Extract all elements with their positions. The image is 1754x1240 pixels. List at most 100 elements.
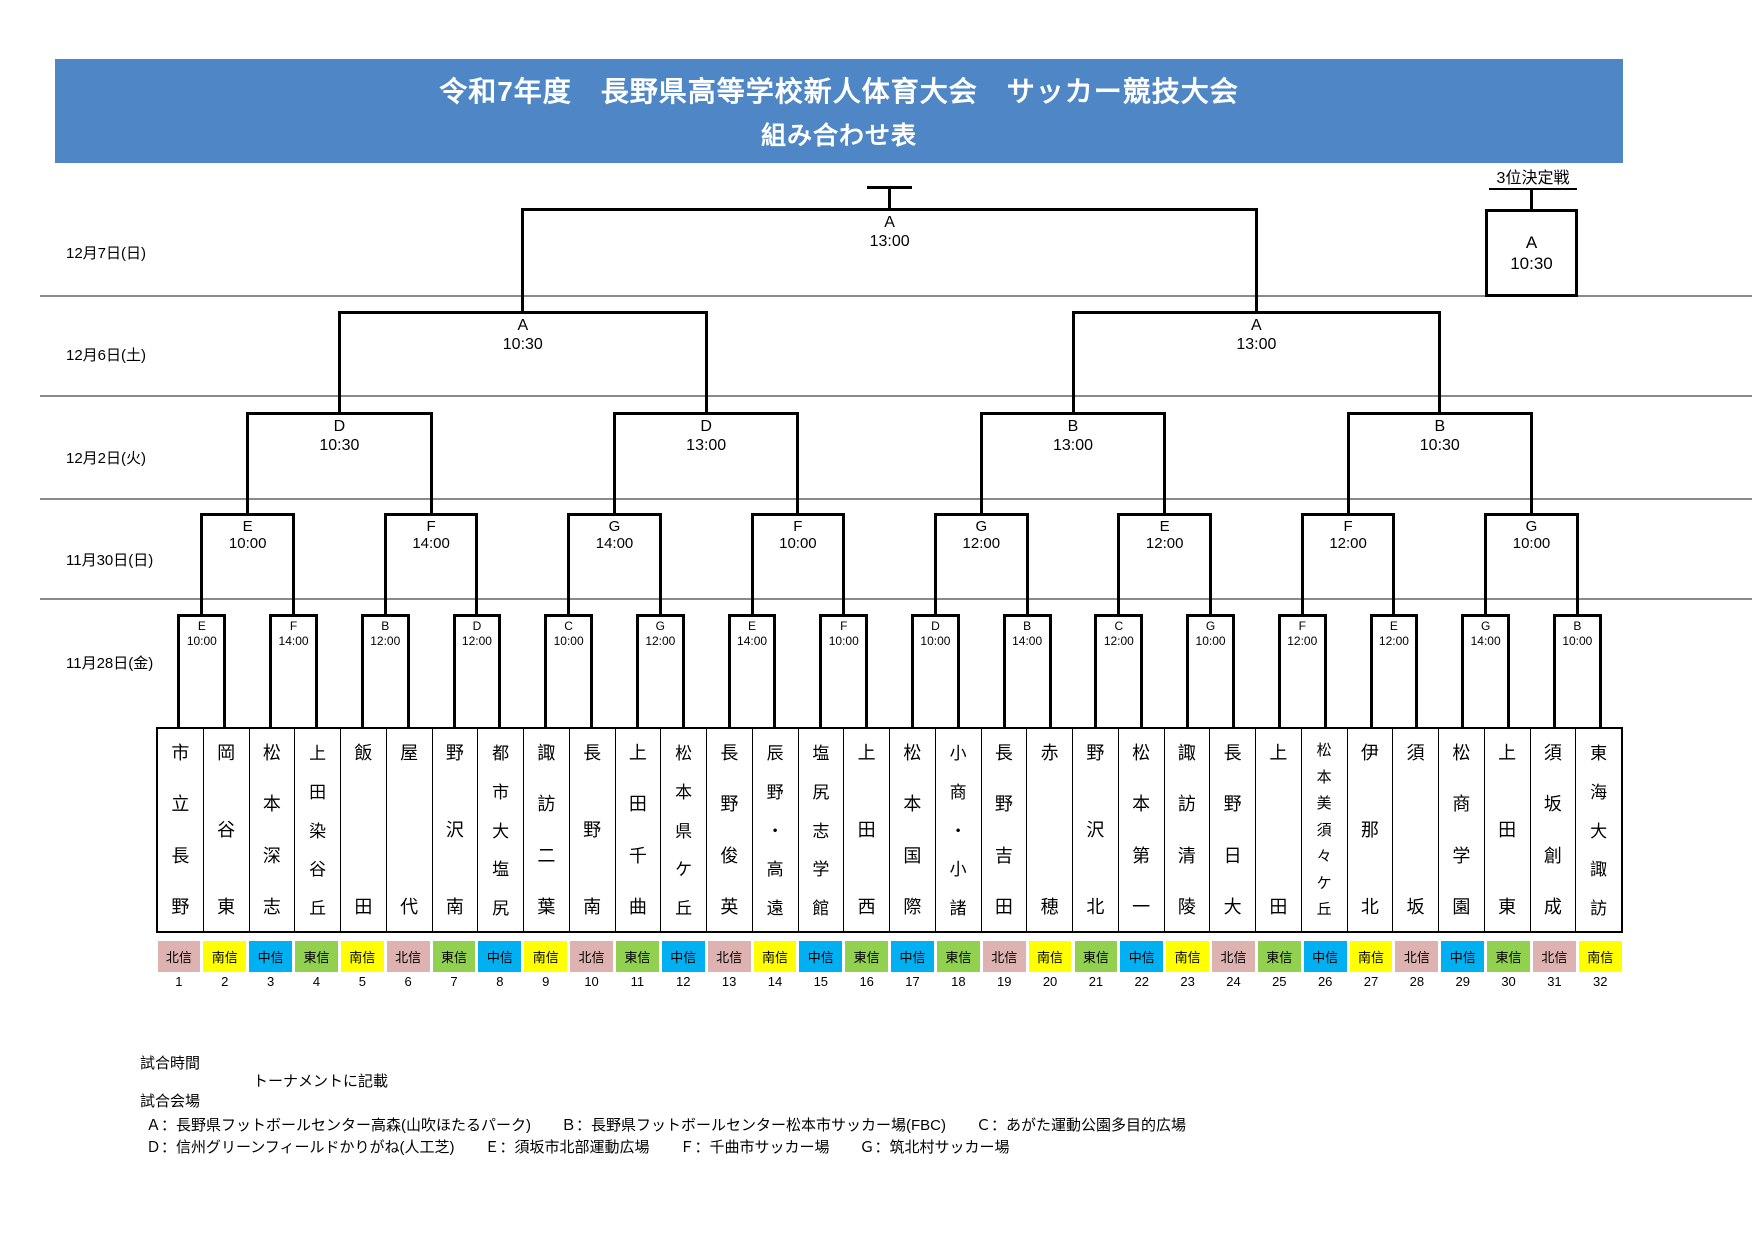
bracket-line (1575, 513, 1579, 614)
bracket-line (590, 614, 594, 727)
match-time: 10:00 (920, 634, 951, 648)
bracket-line (865, 614, 869, 727)
team-cell: 長野俊英 (706, 729, 752, 931)
match-time: 12:00 (461, 634, 492, 648)
match-venue: E (1389, 619, 1398, 633)
team-name-char: 一 (1132, 896, 1151, 917)
region-badge: 南信 (524, 941, 568, 972)
team-cell: 松本第一 (1117, 729, 1164, 931)
bracket-line (1117, 513, 1213, 516)
match-time: 10:00 (186, 634, 217, 648)
team-name-char: 屋 (400, 743, 419, 763)
team-name-char: 野 (766, 782, 784, 802)
team-number: 1 (175, 974, 183, 989)
team-cell: 長野南 (568, 729, 615, 931)
match-time: 10:00 (1512, 535, 1551, 552)
team-name-char: 諏 (1590, 860, 1608, 880)
team-name-char: 北 (1360, 897, 1379, 917)
match-time: 12:00 (962, 535, 1001, 552)
bracket-line (1002, 614, 1052, 617)
bracket-line (1369, 614, 1419, 617)
team-name-char: 赤 (1040, 743, 1059, 763)
bracket-line (911, 614, 915, 727)
team-name-char: 南 (583, 897, 602, 917)
team-name-char: 美 (1316, 795, 1332, 812)
team-name-char: ケ (1316, 874, 1332, 892)
match-time-label: 試合時間 (140, 1055, 201, 1072)
champion-bar (867, 186, 913, 189)
match-venue: B (1023, 619, 1032, 633)
third-place-label: 3位決定戦 (1496, 170, 1570, 187)
team-number: 3 (267, 974, 275, 989)
team-name-char: ・ (766, 821, 784, 841)
team-name-char: 丘 (309, 899, 327, 918)
team-name-char: 々 (1316, 848, 1332, 865)
bracket-line (911, 614, 960, 617)
match-time: 14:00 (412, 535, 450, 552)
page-subtitle: 組み合わせ表 (760, 122, 917, 150)
match-time: 14:00 (278, 634, 309, 648)
match-time: 13:00 (869, 233, 910, 250)
match-venue: C (564, 619, 573, 633)
team-cell: 飯田 (340, 729, 386, 931)
region-badge: 北信 (570, 941, 613, 972)
bracket-line (933, 513, 1029, 516)
team-name-char: 谷 (309, 860, 327, 880)
region-badge: 北信 (982, 941, 1026, 972)
bracket-line (819, 614, 869, 617)
bracket-line (1346, 412, 1533, 415)
match-venue: G (1205, 619, 1216, 633)
match-time: 12:00 (1103, 634, 1134, 648)
team-cell: 松本県ケ丘 (660, 729, 706, 931)
team-name-char: 南 (445, 897, 464, 917)
team-number: 15 (813, 974, 829, 989)
team-name-char: 大 (1590, 821, 1608, 841)
team-name-char: 上 (1269, 743, 1288, 763)
team-name-char: 松 (675, 744, 693, 763)
region-badge: 東信 (1257, 941, 1301, 972)
bracket-line (246, 412, 433, 415)
team-name-char: 野 (994, 794, 1013, 815)
team-number: 12 (676, 974, 691, 989)
match-venue: A (1525, 233, 1538, 252)
third-place-match-box: A 10:30 (1485, 209, 1578, 297)
team-cell: 都市大塩尻 (477, 729, 523, 931)
team-number: 7 (450, 974, 458, 989)
team-name-char: 上 (628, 743, 647, 763)
team-name-char: 尻 (492, 899, 510, 918)
team-name-char: 長 (994, 743, 1013, 763)
team-name-char: 小 (949, 860, 967, 880)
bracket-line (1323, 614, 1327, 727)
teams-table: 市立長野岡谷東松本深志上田染谷丘飯田屋代野沢南都市大塩尻諏訪二葉長野南上田千曲松… (156, 727, 1624, 933)
bracket-line (1071, 311, 1075, 412)
bracket-line (383, 513, 387, 614)
match-time: 10:00 (828, 634, 859, 648)
match-venue: G (655, 619, 666, 633)
team-name-char: 訪 (1177, 794, 1196, 815)
bracket-line (750, 513, 846, 516)
bracket-line (1094, 614, 1098, 727)
bracket-line (498, 614, 502, 727)
team-name-char: 市 (171, 743, 190, 763)
region-badge: 東信 (295, 941, 338, 972)
date-label: 12月2日(火) (66, 450, 147, 467)
team-cell: 長野日大 (1209, 729, 1255, 931)
bracket-line (1094, 614, 1144, 617)
region-badge: 北信 (386, 941, 430, 972)
team-name-char: 須 (1316, 821, 1332, 839)
bracket-line (1140, 614, 1144, 727)
team-number: 11 (630, 974, 645, 989)
tournament-note: トーナメントに記載 (253, 1073, 389, 1090)
match-venue: B (1067, 418, 1079, 435)
bracket-line (292, 513, 296, 614)
team-cell: 塩尻志学館 (797, 729, 844, 931)
team-name-char: 沢 (1086, 820, 1105, 840)
team-name-char: 諏 (1177, 743, 1196, 763)
